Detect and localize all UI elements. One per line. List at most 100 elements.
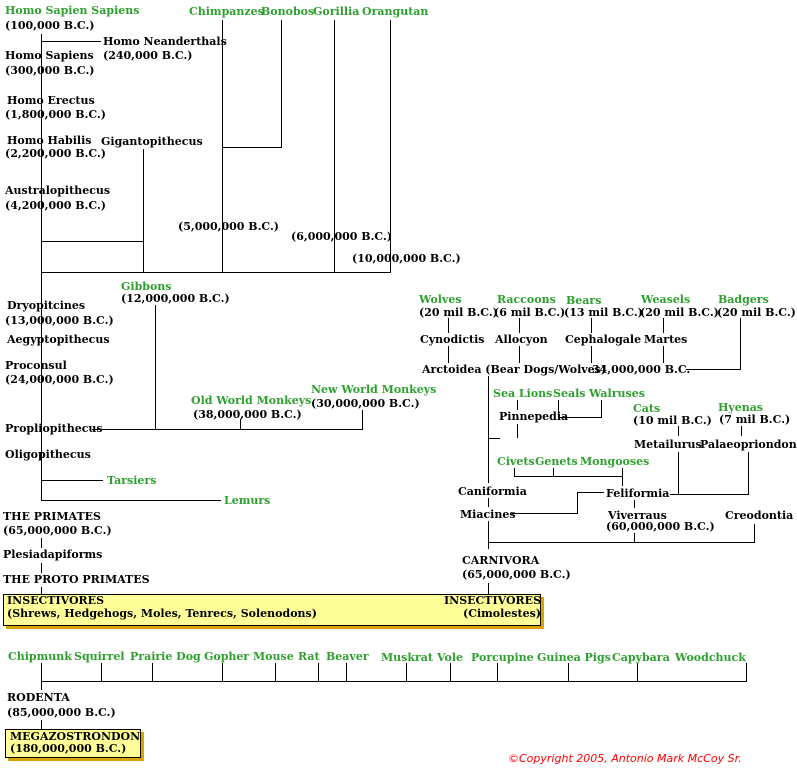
palaeopriondon-label: Palaeopriondon [700, 438, 797, 451]
old-world-monkeys-date: (38,000,000 B.C.) [193, 408, 302, 421]
cats-label: Cats [633, 402, 661, 415]
bonobos-label: Bonobos [261, 5, 315, 18]
insectivores-left-title: INSECTIVORES [7, 594, 105, 607]
cephalogale-label: Cephalogale [565, 333, 642, 346]
chipmunk-label: Chipmunk [8, 650, 72, 663]
hyenas-date: (7 mil B.C.) [719, 413, 791, 426]
homo-neanderthals-date: (240,000 B.C.) [103, 49, 193, 62]
proconsul-label: Proconsul [5, 359, 67, 372]
gibbons-label: Gibbons [121, 280, 172, 293]
mongooses-label: Mongooses [580, 455, 650, 468]
copyright-notice: ©Copyright 2005, Antonio Mark McCoy Sr. [508, 752, 742, 765]
homo-erectus-date: (1,800,000 B.C.) [5, 108, 106, 121]
split-6m-label: (6,000,000 B.C.) [291, 230, 392, 243]
raccoons-label: Raccoons [497, 293, 556, 306]
chimpanzees-label: Chimpanzes [189, 5, 264, 18]
walruses-label: Walruses [589, 387, 645, 400]
arctoidea-date: 34,000,000 B.C. [592, 363, 691, 376]
new-world-monkeys-date: (30,000,000 B.C.) [311, 397, 420, 410]
pinnepedia-label: Pinnepedia [499, 410, 569, 423]
homo-habilis-label: Homo Habilis [7, 134, 92, 147]
homo-habilis-date: (2,200,000 B.C.) [5, 147, 106, 160]
muskrat-label: Muskrat [381, 651, 433, 664]
proconsul-date: (24,000,000 B.C.) [5, 373, 114, 386]
beaver-label: Beaver [326, 650, 369, 663]
viverraus-label: Viverraus [608, 509, 667, 522]
insectivores-box [3, 594, 541, 626]
martes-label: Martes [644, 333, 688, 346]
gibbons-date: (12,000,000 B.C.) [121, 292, 230, 305]
dryopitcines-label: Dryopitcines [7, 299, 86, 312]
gopher-label: Gopher [204, 650, 250, 663]
seals-label: Seals [553, 387, 586, 400]
orangutan-label: Orangutan [362, 5, 429, 18]
rodenta-date: (85,000,000 B.C.) [7, 706, 116, 719]
lemurs-label: Lemurs [224, 494, 271, 507]
hyenas-label: Hyenas [718, 401, 764, 414]
feliformia-label: Feliformia [606, 487, 670, 500]
bears-date: (13 mil B.C.) [564, 306, 643, 319]
allocyon-label: Allocyon [495, 333, 548, 346]
the-primates-date: (65,000,000 B.C.) [3, 524, 112, 537]
wolves-label: Wolves [419, 293, 462, 306]
insectivores-left-sub: (Shrews, Hedgehogs, Moles, Tenrecs, Sole… [7, 607, 317, 620]
insectivores-right-sub: (Cimolestes) [463, 607, 541, 620]
carnivora-date: (65,000,000 B.C.) [462, 568, 571, 581]
squirrel-label: Squirrel [74, 650, 125, 663]
propliopithecus-label: Propliopithecus [5, 422, 103, 435]
homo-erectus-label: Homo Erectus [7, 94, 95, 107]
gigantopithecus-label: Gigantopithecus [101, 135, 203, 148]
miacines-label: Miacines [460, 508, 516, 521]
raccoons-date: (6 mil B.C.) [494, 306, 566, 319]
megazostrondon-label: MEGAZOSTRONDON [10, 730, 141, 743]
homo-sapien-sapiens-date: (100,000 B.C.) [5, 19, 95, 32]
badgers-date: (20 mil B.C.) [717, 306, 796, 319]
capybara-label: Capybara [612, 651, 670, 664]
homo-sapien-sapiens-label: Homo Sapien Sapiens [5, 4, 140, 17]
viverraus-date: (60,000,000 B.C.) [606, 520, 715, 533]
prairie-dog-label: Prairie Dog [130, 650, 201, 663]
old-world-monkeys-label: Old World Monkeys [191, 394, 312, 407]
creodontia-label: Creodontia [725, 509, 794, 522]
sea-lions-label: Sea Lions [493, 387, 553, 400]
caniformia-label: Caniformia [458, 485, 527, 498]
cynodictis-label: Cynodictis [420, 333, 485, 346]
the-proto-primates-label: THE PROTO PRIMATES [3, 573, 150, 586]
weasels-date: (20 mil B.C.) [640, 306, 719, 319]
woodchuck-label: Woodchuck [675, 651, 746, 664]
gorillia-label: Gorillia [313, 5, 360, 18]
porcupine-label: Porcupine [471, 651, 534, 664]
australopithecus-date: (4,200,000 B.C.) [5, 199, 106, 212]
oligopithecus-label: Oligopithecus [5, 448, 91, 461]
weasels-label: Weasels [641, 293, 691, 306]
civets-label: Civets [497, 455, 535, 468]
genets-label: Genets [535, 455, 578, 468]
split-10m-label: (10,000,000 B.C.) [352, 252, 461, 265]
metailurus-label: Metailurus [634, 438, 702, 451]
homo-neanderthals-label: Homo Neanderthals [103, 35, 227, 48]
new-world-monkeys-label: New World Monkeys [311, 383, 437, 396]
insectivores-right-title: INSECTIVORES [444, 594, 542, 607]
rat-label: Rat [298, 650, 320, 663]
guinea-pigs-label: Guinea Pigs [537, 651, 611, 664]
the-primates-label: THE PRIMATES [3, 510, 101, 523]
bears-label: Bears [566, 294, 602, 307]
split-5m-label: (5,000,000 B.C.) [178, 220, 279, 233]
carnivora-label: CARNIVORA [462, 554, 540, 567]
megazostrondon-box [5, 729, 141, 758]
plesiadapiforms-label: Plesiadapiforms [3, 548, 103, 561]
cats-date: (10 mil B.C.) [633, 414, 712, 427]
arctoidea-label: Arctoidea (Bear Dogs/Wolves) [422, 363, 607, 376]
tarsiers-label: Tarsiers [107, 474, 157, 487]
aegyptopithecus-label: Aegyptopithecus [7, 333, 110, 346]
homo-sapiens-date: (300,000 B.C.) [5, 64, 95, 77]
wolves-date: (20 mil B.C.) [419, 306, 498, 319]
homo-sapiens-label: Homo Sapiens [5, 49, 94, 62]
australopithecus-label: Australopithecus [5, 184, 111, 197]
vole-label: Vole [437, 651, 464, 664]
badgers-label: Badgers [718, 293, 769, 306]
dryopitcines-date: (13,000,000 B.C.) [5, 314, 114, 327]
mouse-label: Mouse [253, 650, 294, 663]
